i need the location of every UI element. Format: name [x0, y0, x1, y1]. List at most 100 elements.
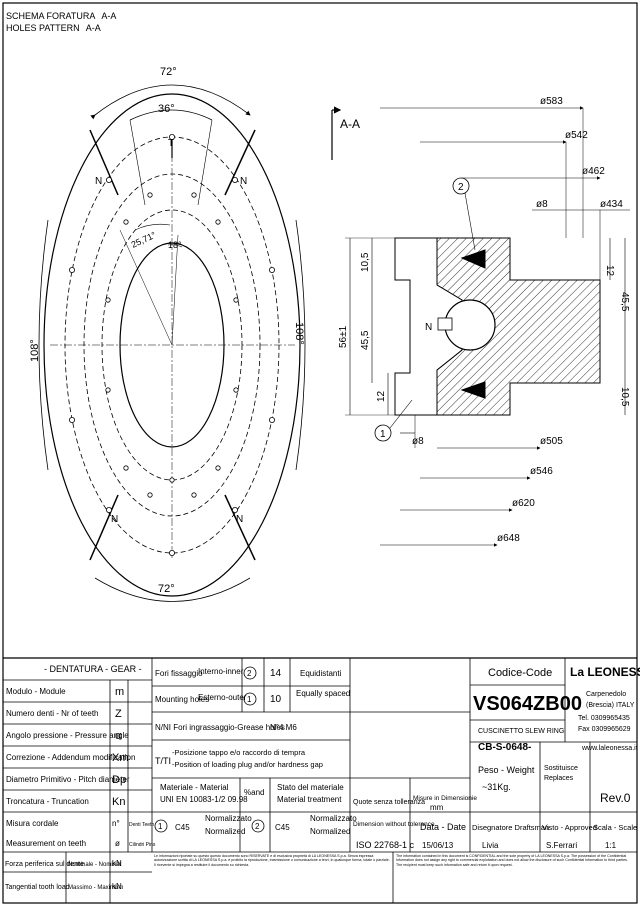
desc-1: CUSCINETTO	[478, 728, 524, 735]
force-max: Massimo - Maximum	[68, 885, 123, 891]
gear-row-4: Correzione - Addendum modification	[6, 753, 135, 762]
callout-1: 1	[380, 429, 386, 440]
dim-505: ø505	[540, 436, 563, 447]
sostituisce-1: Sostituisce	[544, 765, 578, 772]
section-labels: A-A ø583 ø542 ø462 ø8 ø434 ø505 ø546 ø62…	[338, 96, 630, 544]
circle-2: 2	[247, 669, 252, 678]
measure-label-1: Misura cordale	[6, 819, 59, 828]
gear-row-3: Angolo pressione - Pressure angle	[6, 731, 129, 740]
web: www.laleonessa.it	[581, 745, 638, 752]
dim-546: ø546	[530, 466, 553, 477]
section-title: A-A	[340, 117, 360, 131]
front-view-holes	[69, 133, 275, 557]
angle-18: 18°	[168, 240, 182, 250]
m1-mat: C45	[175, 823, 190, 832]
drafter-value: Livia	[482, 841, 499, 850]
sostituisce-2: Replaces	[544, 775, 574, 782]
angle-36: 36°	[158, 103, 175, 115]
tt-line-1: -Posizione tappo e/o raccordo di tempra	[172, 748, 306, 757]
desc-2: SLEW RING	[525, 728, 564, 735]
angle-108-left: 108°	[29, 339, 41, 362]
gear-sym-4: Xm	[112, 752, 129, 764]
peso-value: ~31Kg.	[482, 782, 511, 792]
code-label: Codice-Code	[488, 667, 552, 679]
tt-line-2: -Position of loading plug and/or hardnes…	[172, 760, 323, 769]
rev: Rev.0	[600, 791, 631, 805]
gear-sym-6: Kn	[112, 796, 125, 808]
dim-45-5-right: 45,5	[619, 292, 630, 312]
front-view-labels: 72° 72° 36° 108° 108° 25,71° 18° T N N N…	[29, 66, 305, 595]
gear-row-1: Modulo - Module	[6, 687, 66, 696]
force-unit-1: kN	[112, 859, 122, 868]
scale-value: 1:1	[605, 841, 617, 850]
label-n-2: N	[240, 176, 247, 187]
angle-72-bottom: 72°	[158, 583, 175, 595]
title-block-text: - DENTATURA - GEAR - Modulo - Module m N…	[5, 664, 640, 891]
grease-label: N/NI Fori ingrassaggio-Grease holes	[155, 723, 285, 732]
circle-1: 1	[247, 695, 252, 704]
dim-56: 56±1	[338, 325, 349, 348]
dim-8-bottom: ø8	[412, 436, 424, 447]
grease-value: N°4 M6	[270, 723, 297, 732]
header-label-1: SCHEMA FORATURA	[6, 11, 96, 21]
dim-12-left: 12	[376, 390, 387, 402]
gear-sym-2: Z	[115, 708, 122, 720]
tel: Tel. 0309965435	[578, 715, 630, 722]
label-n-1: N	[95, 176, 102, 187]
measure-n: n°	[112, 819, 120, 828]
header-label-2: HOLES PATTERN	[6, 23, 80, 33]
m1-state-2: Normalized	[205, 827, 245, 836]
front-view	[38, 84, 306, 602]
title-block-lines	[3, 657, 637, 903]
material-label-1: Materiale - Material	[160, 783, 229, 792]
header-value-2: A-A	[85, 23, 101, 33]
dim-45-5-left: 45,5	[360, 330, 371, 350]
m2-mat: C45	[275, 823, 290, 832]
approved-value: S.Ferrari	[546, 841, 577, 850]
dim-12-right: 12	[604, 265, 615, 277]
data-value: 15/06/13	[422, 841, 454, 850]
label-n-section: N	[425, 322, 432, 333]
outer-circle	[43, 93, 301, 597]
dim-542: ø542	[565, 130, 588, 141]
measure-label-2: Measurement on teeth	[6, 839, 86, 848]
m1-num: 1	[158, 822, 163, 831]
gear-sym-3: α	[115, 730, 122, 742]
angle-25-71: 25,71°	[130, 230, 158, 250]
m2-num: 2	[255, 822, 260, 831]
section-view	[331, 106, 630, 547]
approved-label: Visto - Approved	[542, 823, 597, 832]
dim-8-top: ø8	[536, 199, 548, 210]
gear-row-6: Troncatura - Truncation	[6, 797, 89, 806]
legal-italian: Le informazioni riportate su questo ques…	[154, 854, 390, 867]
interno: Interno-inner	[198, 667, 244, 676]
force-label-2: Tangential tooth load	[5, 884, 70, 891]
treatment-2: Material treatment	[277, 795, 342, 804]
force-nominal: Nominale - Nominal	[68, 862, 121, 868]
measure-pin: ø	[115, 839, 120, 848]
equidistanti: Equidistanti	[300, 669, 342, 678]
angle-108-right: 108°	[293, 322, 305, 345]
dim-10-5-top: 10,5	[360, 252, 371, 272]
force-label-1: Forza periferica sul dente	[5, 861, 84, 868]
fax: Fax 0309965629	[578, 726, 631, 733]
angle-72-top: 72°	[160, 66, 177, 78]
dim-462: ø462	[582, 166, 605, 177]
data-label: Data - Date	[420, 822, 466, 832]
gear-row-2: Numero denti - Nr of teeth	[6, 709, 98, 718]
equally-spaced: Equally spaced	[296, 689, 350, 698]
drafter-label: Disegnatore Draftsman	[472, 823, 549, 832]
m2-state-1: Normalizzato	[310, 814, 357, 823]
company-name: La LEONESSA	[570, 665, 640, 679]
mounting-holes: Mounting holes	[155, 695, 209, 704]
address-1: Carpenedolo	[586, 691, 626, 698]
dim-10-5-bottom: 10,5	[619, 387, 630, 407]
tolerance-2: Dimension without tolerance	[353, 821, 435, 828]
scale-label: Scala - Scale	[593, 823, 637, 832]
label-n-3: N	[111, 514, 118, 525]
ball	[444, 299, 496, 351]
tolerance-1: Quote senza tolleranza	[353, 799, 425, 806]
